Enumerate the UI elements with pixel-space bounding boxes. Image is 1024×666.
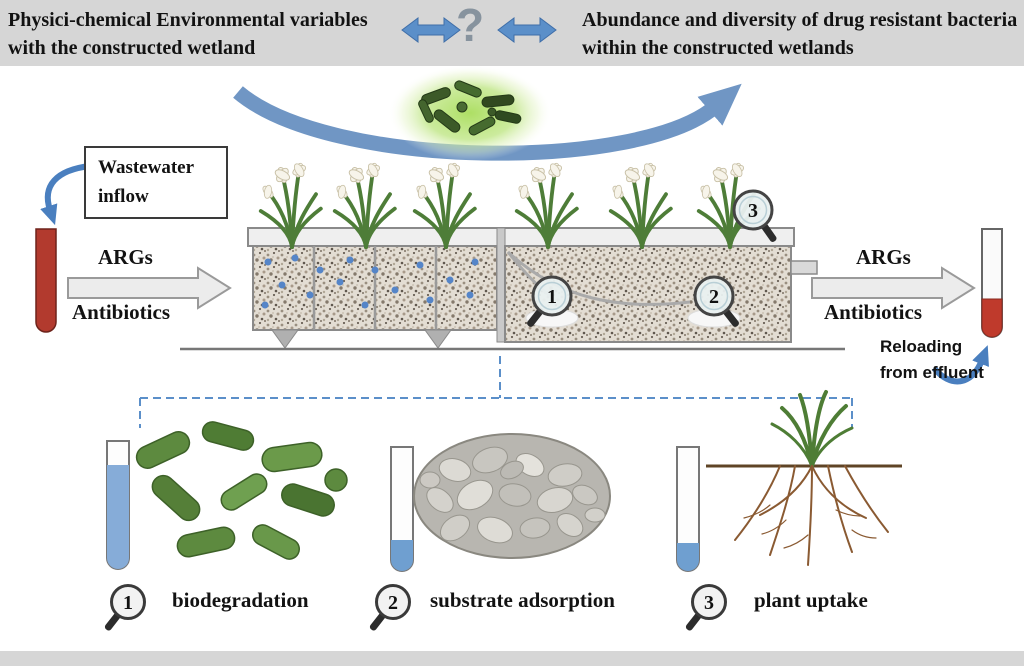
bottom-strip bbox=[0, 651, 1024, 666]
biodegradation-panel bbox=[106, 421, 348, 570]
banner-right-text: Abundance and diversity of drug resistan… bbox=[582, 9, 1018, 59]
wastewater-dots bbox=[261, 254, 479, 309]
callout-dashed-lines bbox=[139, 356, 853, 428]
legend-label-plant-uptake: plant uptake bbox=[754, 588, 868, 612]
magnifier-2-number: 2 bbox=[709, 286, 719, 308]
question-mark: ? bbox=[456, 0, 485, 51]
exchange-arrow-right-icon bbox=[497, 17, 557, 43]
reloading-curved-arrow bbox=[931, 345, 989, 385]
exchange-arrow-left-icon bbox=[401, 17, 461, 43]
bacteria-illustration bbox=[135, 421, 348, 560]
banner-left-text: Physici-chemical Environmental variables… bbox=[8, 9, 368, 59]
legend-magnifier-1-icon: 1 bbox=[104, 584, 146, 631]
legend-magnifier-2-icon: 2 bbox=[369, 584, 411, 631]
legend-magnifier-3-number: 3 bbox=[704, 592, 714, 614]
antibiotics-label-right: Antibiotics bbox=[824, 300, 923, 324]
magnifier-3: 3 bbox=[732, 189, 777, 242]
flow-arrow-right bbox=[811, 266, 976, 310]
legend-magnifier-2-number: 2 bbox=[388, 592, 398, 614]
legend-magnifier-3-icon: 3 bbox=[685, 584, 727, 631]
magnifier-2: 2 bbox=[693, 275, 739, 327]
effluent-tube bbox=[981, 228, 1003, 338]
magnifier-1-number: 1 bbox=[547, 286, 557, 308]
bacteria-blob-illustration bbox=[388, 65, 552, 161]
inflow-curved-arrow bbox=[40, 163, 91, 226]
plant-roots-illustration bbox=[706, 390, 902, 566]
magnifier-3-number: 3 bbox=[748, 200, 758, 222]
constructed-wetland bbox=[180, 227, 845, 351]
wastewater-inflow-box: Wastewater inflow bbox=[84, 146, 228, 219]
flow-arrow-left bbox=[67, 266, 232, 310]
gravel-illustration bbox=[413, 433, 611, 559]
args-label-left: ARGs bbox=[98, 245, 153, 269]
magnifier-1: 1 bbox=[527, 275, 573, 327]
legend-label-biodegradation: biodegradation bbox=[172, 588, 309, 612]
substrate-panel bbox=[390, 433, 611, 572]
args-label-right: ARGs bbox=[856, 245, 911, 269]
antibiotics-label-left: Antibiotics bbox=[72, 300, 171, 324]
reloading-label: Reloading from effluent bbox=[880, 337, 984, 383]
influent-tube bbox=[35, 228, 57, 333]
plant-uptake-panel bbox=[676, 390, 902, 572]
legend-label-substrate-adsorption: substrate adsorption bbox=[430, 588, 615, 612]
legend-magnifier-1-number: 1 bbox=[123, 592, 133, 614]
